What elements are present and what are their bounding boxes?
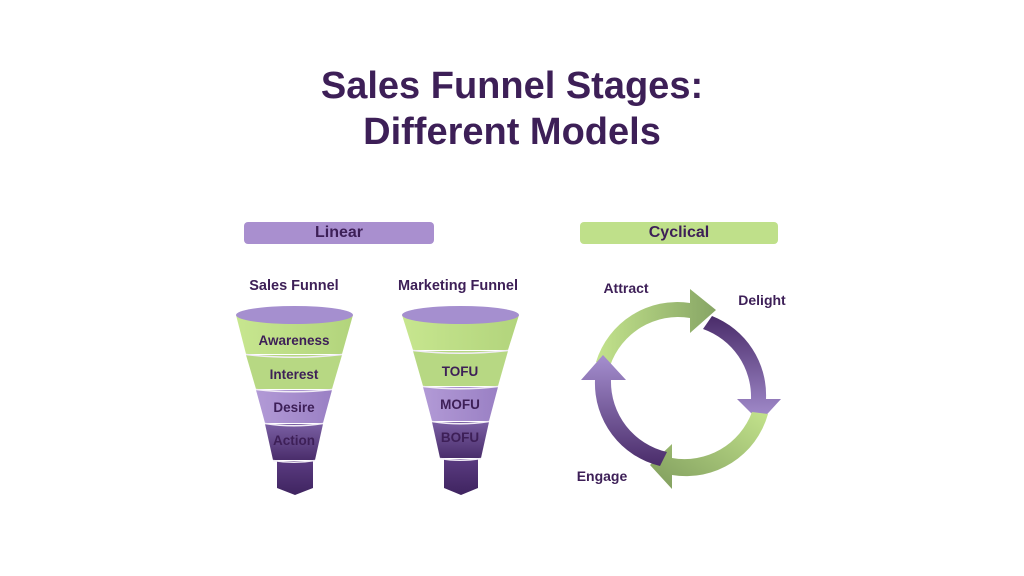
funnel-layer-desire — [256, 390, 332, 423]
cycle-diagram: Attract Delight Engage — [577, 280, 786, 489]
cycle-arrow-delight — [703, 316, 781, 422]
funnel-stage-label: MOFU — [440, 397, 480, 412]
funnel-stage-label: Awareness — [258, 333, 329, 348]
marketing-funnel-title: Marketing Funnel — [397, 278, 519, 294]
cycle-stage-label: Engage — [577, 468, 628, 484]
linear-label: Linear — [244, 222, 434, 244]
sales-funnel-title: Sales Funnel — [249, 278, 339, 294]
funnel-layer-interest — [246, 355, 342, 389]
funnel-spout — [277, 461, 313, 495]
sales-funnel: Awareness Interest Desire Action — [236, 306, 353, 495]
page-title-line1: Sales Funnel Stages: — [320, 65, 704, 107]
funnel-layer-tofu — [413, 351, 508, 386]
marketing-funnel: TOFU MOFU BOFU — [402, 306, 519, 495]
funnel-layer-bofu — [432, 422, 489, 458]
page-title-line2: Different Models — [363, 111, 661, 153]
cycle-arrow-bottom — [650, 412, 768, 489]
cycle-stage-label: Attract — [603, 280, 648, 296]
funnel-spout — [444, 459, 478, 495]
funnel-rim — [402, 306, 519, 324]
funnel-stage-label: Interest — [270, 367, 319, 382]
funnel-layer-awareness — [236, 315, 353, 354]
funnel-layer-action — [265, 424, 323, 460]
cycle-arrow-engage — [581, 355, 667, 466]
funnel-stage-label: Desire — [273, 400, 315, 415]
funnel-layer-mofu — [423, 387, 498, 421]
funnel-rim — [236, 306, 353, 324]
funnel-stage-label: Action — [273, 433, 315, 448]
cycle-stage-label: Delight — [738, 292, 786, 308]
cyclical-label: Cyclical — [580, 222, 778, 244]
funnel-stage-label: TOFU — [442, 364, 479, 379]
funnel-stage-label: BOFU — [441, 430, 479, 445]
cycle-arrow-attract — [596, 289, 716, 366]
funnel-layer-top — [402, 315, 519, 350]
